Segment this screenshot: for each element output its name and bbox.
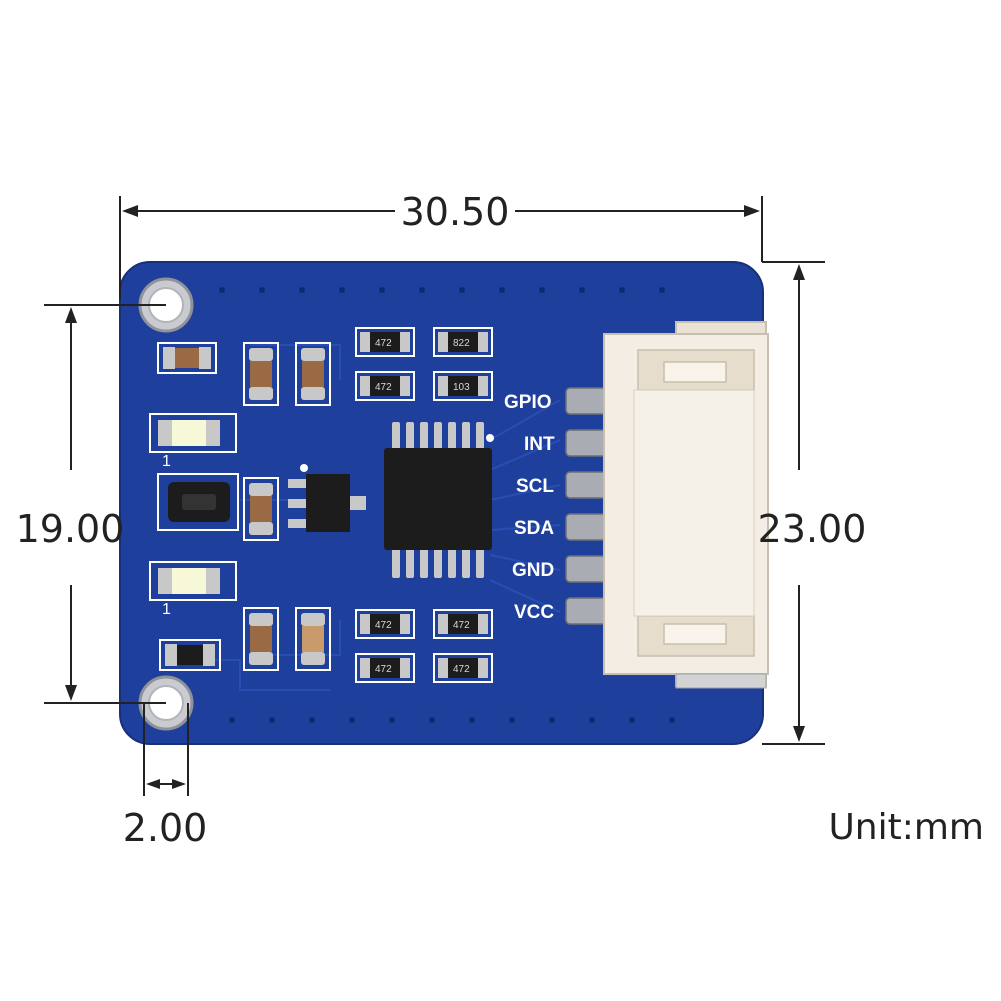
- capacitor-vertical-1: [243, 342, 279, 406]
- resistor-r7-code: 472: [375, 664, 392, 675]
- resistor-r2: 822: [433, 327, 493, 357]
- sot23-regulator: [288, 464, 366, 532]
- dimension-hole-offset-label: 2.00: [123, 806, 208, 850]
- resistor-bottom-left: [159, 639, 221, 671]
- pin-label-sda: SDA: [514, 518, 554, 539]
- dimension-width-label: 30.50: [401, 190, 510, 234]
- resistor-r3-code: 472: [375, 382, 392, 393]
- via-row-top: [219, 287, 665, 293]
- resistor-r3: 472: [355, 371, 415, 401]
- pin-label-scl: SCL: [516, 476, 554, 497]
- dimension-height-outer: [762, 261, 825, 745]
- pin-label-int: INT: [524, 434, 555, 455]
- resistor-r6-code: 472: [453, 620, 470, 631]
- resistor-r7: 472: [355, 653, 415, 683]
- light-sensor: [157, 473, 239, 531]
- pin-label-gpio: GPIO: [504, 392, 552, 413]
- capacitor-vertical-2: [295, 342, 331, 406]
- dimension-height-holes-label: 19.00: [16, 507, 125, 551]
- capacitor-top-left: [157, 342, 217, 374]
- resistor-r1-code: 472: [375, 338, 392, 349]
- main-ic-pins-top: [392, 422, 484, 452]
- main-ic-pins-bottom: [392, 548, 484, 578]
- resistor-r2-code: 822: [453, 338, 470, 349]
- led-top: 1: [149, 413, 237, 470]
- svg-text:1: 1: [162, 601, 171, 618]
- pin-label-gnd: GND: [512, 560, 554, 581]
- via-row-bottom: [229, 717, 675, 723]
- capacitor-vertical-4: [243, 607, 279, 671]
- resistor-r8: 472: [433, 653, 493, 683]
- resistor-r6: 472: [433, 609, 493, 639]
- led-bottom: 1: [149, 561, 237, 618]
- resistor-r4: 103: [433, 371, 493, 401]
- dimension-height-outer-label: 23.00: [758, 507, 867, 551]
- pcb-board: 1 1: [119, 261, 769, 745]
- resistor-r8-code: 472: [453, 664, 470, 675]
- dimension-hole-offset: [143, 703, 189, 796]
- pin-label-vcc: VCC: [514, 602, 554, 623]
- dimension-height-holes: [44, 304, 166, 704]
- svg-text:1: 1: [162, 453, 171, 470]
- resistor-r5-code: 472: [375, 620, 392, 631]
- dimension-width: [119, 196, 763, 300]
- capacitor-vertical-3: [243, 477, 279, 541]
- resistor-r4-code: 103: [453, 382, 470, 393]
- unit-label: Unit:mm: [828, 807, 984, 848]
- resistor-r1: 472: [355, 327, 415, 357]
- capacitor-vertical-5: [295, 607, 331, 671]
- connector-housing: [603, 321, 769, 689]
- resistor-r5: 472: [355, 609, 415, 639]
- main-ic: [384, 422, 494, 578]
